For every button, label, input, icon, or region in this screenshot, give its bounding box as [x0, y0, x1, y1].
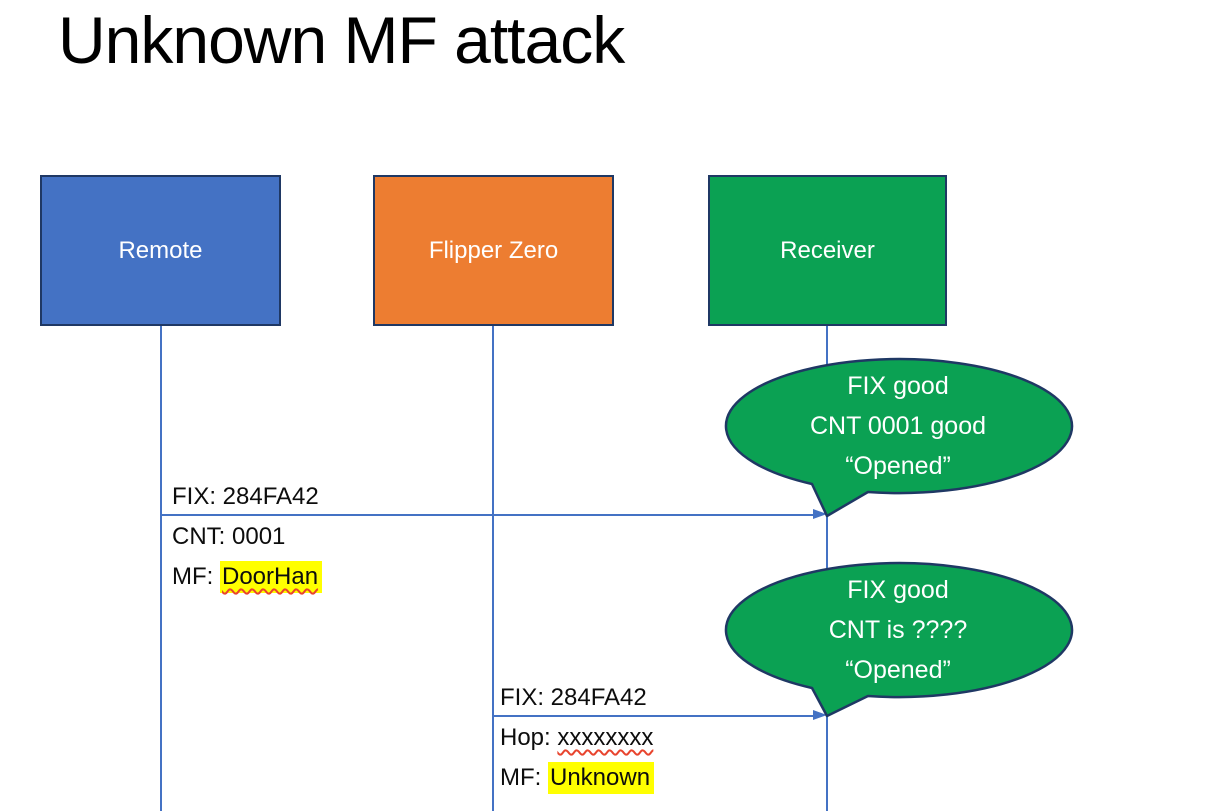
speech-bubble-shape [724, 561, 1074, 718]
message-arrow-2-line [493, 715, 813, 717]
message-1-mf-value-highlighted: DoorHan [220, 561, 323, 593]
message-arrow-1-head-icon [813, 509, 827, 520]
message-2-fix-text: FIX: 284FA42 [500, 684, 647, 711]
message-1-labels: FIX: 284FA42 CNT: 0001 MF: DoorHan [172, 477, 323, 597]
actor-box-remote: Remote [40, 175, 281, 326]
message-2-line-hop: Hop: xxxxxxxx [500, 718, 654, 758]
message-1-line-mf: MF: DoorHan [172, 557, 323, 597]
callout-2-line-3: “Opened” [845, 656, 951, 684]
message-arrow-2-head-icon [813, 710, 827, 721]
actor-label-remote: Remote [118, 236, 203, 264]
callout-1-line-1: FIX good [847, 372, 949, 400]
message-1-mf-prefix: MF: [172, 563, 220, 590]
callout-1-line-3: “Opened” [845, 452, 951, 480]
callout-1-line-2: CNT 0001 good [809, 412, 987, 440]
lifeline-remote [160, 326, 162, 811]
message-1-cnt-prefix: CNT: [172, 523, 232, 550]
message-2-hop-prefix: Hop: [500, 724, 558, 751]
actor-label-receiver: Receiver [780, 236, 875, 264]
message-arrow-1-line [161, 514, 813, 516]
message-1-fix-text: FIX: 284FA42 [172, 483, 319, 510]
message-2-labels: FIX: 284FA42 Hop: xxxxxxxx MF: Unknown [500, 678, 655, 798]
callout-2-line-2: CNT is ???? [828, 616, 968, 644]
message-1-line-fix: FIX: 284FA42 [172, 477, 322, 517]
speech-bubble-shape [724, 357, 1074, 518]
callout-2-text: FIX good CNT is ???? “Opened” [748, 570, 1048, 690]
message-2-line-mf: MF: Unknown [500, 758, 655, 798]
actor-box-flipper-zero: Flipper Zero [373, 175, 614, 326]
callout-1-text: FIX good CNT 0001 good “Opened” [748, 366, 1048, 486]
message-2-mf-prefix: MF: [500, 764, 548, 791]
slide-title: Unknown MF attack [58, 3, 625, 77]
callout-bubble-1 [724, 357, 1074, 518]
message-2-mf-value-highlighted: Unknown [548, 762, 655, 794]
message-1-line-cnt: CNT: 0001 [172, 517, 322, 557]
message-1-cnt-value: 0001 [232, 523, 286, 550]
lifeline-flipper-zero [492, 326, 494, 811]
message-2-line-fix: FIX: 284FA42 [500, 678, 654, 718]
callout-bubble-2 [724, 561, 1074, 718]
callout-2-line-1: FIX good [847, 576, 949, 604]
actor-box-receiver: Receiver [708, 175, 947, 326]
message-2-hop-value-misspelled: xxxxxxxx [557, 724, 654, 751]
actor-label-flipper-zero: Flipper Zero [428, 236, 559, 264]
